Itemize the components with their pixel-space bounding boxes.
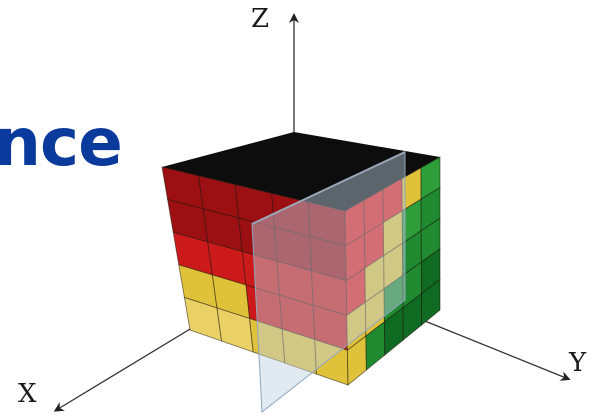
- y-axis: [409, 314, 571, 381]
- slice-plane-top-edge: [251, 151, 406, 225]
- z-axis-label: Z: [251, 4, 270, 34]
- cube-side-face: [344, 156, 441, 386]
- side-face-cell: [421, 278, 441, 326]
- y-axis-label: Y: [569, 348, 587, 378]
- cube-front-face: [161, 166, 349, 386]
- title-fragment: nce: [0, 104, 123, 181]
- cube-top-face: [162, 132, 440, 211]
- x-axis: [53, 319, 206, 412]
- x-axis-label: X: [18, 379, 37, 409]
